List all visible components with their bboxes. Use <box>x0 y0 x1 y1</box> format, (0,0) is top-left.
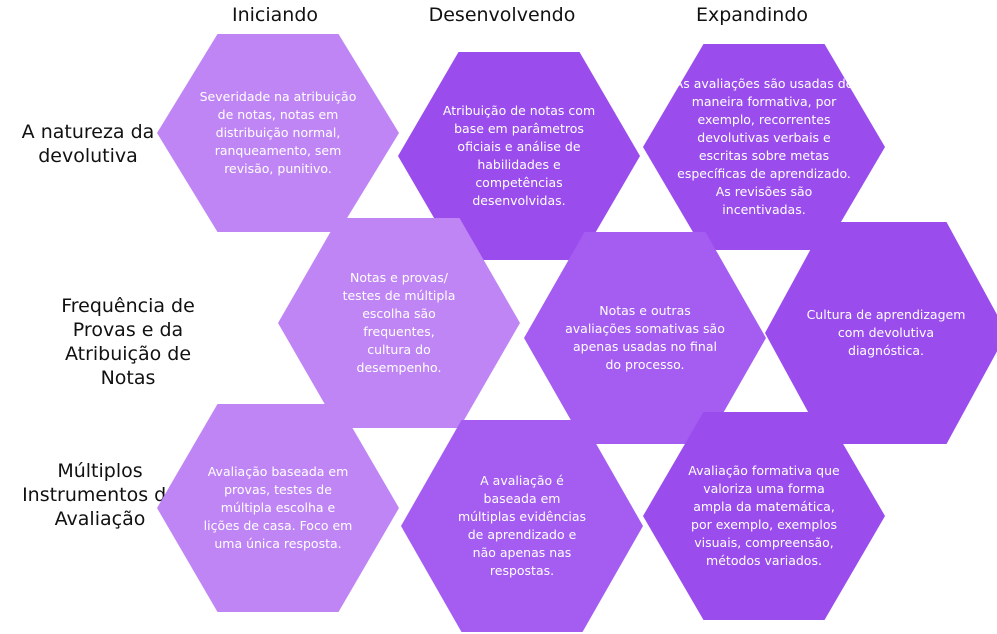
hex-frequencia-expandindo: Cultura de aprendizagem com devolutiva d… <box>765 222 997 444</box>
hex-instrumentos-desenvolvendo: A avaliação é baseada em múltiplas evidê… <box>401 420 643 632</box>
hex-text: As avaliações são usadas de maneira form… <box>674 76 854 217</box>
column-header-iniciando: Iniciando <box>231 4 319 26</box>
row-label-multiplos-instrumentos: Múltiplos Instrumentos de Avaliação <box>22 460 178 530</box>
hex-instrumentos-iniciando: Avaliação baseada em provas, testes de m… <box>157 404 399 612</box>
hex-text: A avaliação é baseada em múltiplas evidê… <box>457 473 587 578</box>
hex-text: Severidade na atribuição de notas, notas… <box>199 89 357 176</box>
hex-text: Notas e provas/ testes de múltipla escol… <box>342 270 456 375</box>
hex-text: Cultura de aprendizagem com devolutiva d… <box>806 307 966 358</box>
column-header-expandindo: Expandindo <box>695 4 809 26</box>
hex-text: Avaliação baseada em provas, testes de m… <box>203 464 353 551</box>
column-header-desenvolvendo: Desenvolvendo <box>428 4 576 26</box>
hex-text: Atribuição de notas com base em parâmetr… <box>442 103 596 208</box>
row-label-frequencia-provas: Frequência de Provas e da Atribuição de … <box>61 295 195 389</box>
hex-text: Notas e outras avaliações somativas são … <box>565 303 725 372</box>
hex-natureza-expandindo: As avaliações são usadas de maneira form… <box>643 44 885 250</box>
hex-natureza-iniciando: Severidade na atribuição de notas, notas… <box>157 34 399 232</box>
hex-frequencia-iniciando: Notas e provas/ testes de múltipla escol… <box>278 218 520 428</box>
row-label-natureza-devolutiva: A natureza da devolutiva <box>21 121 155 167</box>
hex-text: Avaliação formativa que valoriza uma for… <box>688 463 840 568</box>
